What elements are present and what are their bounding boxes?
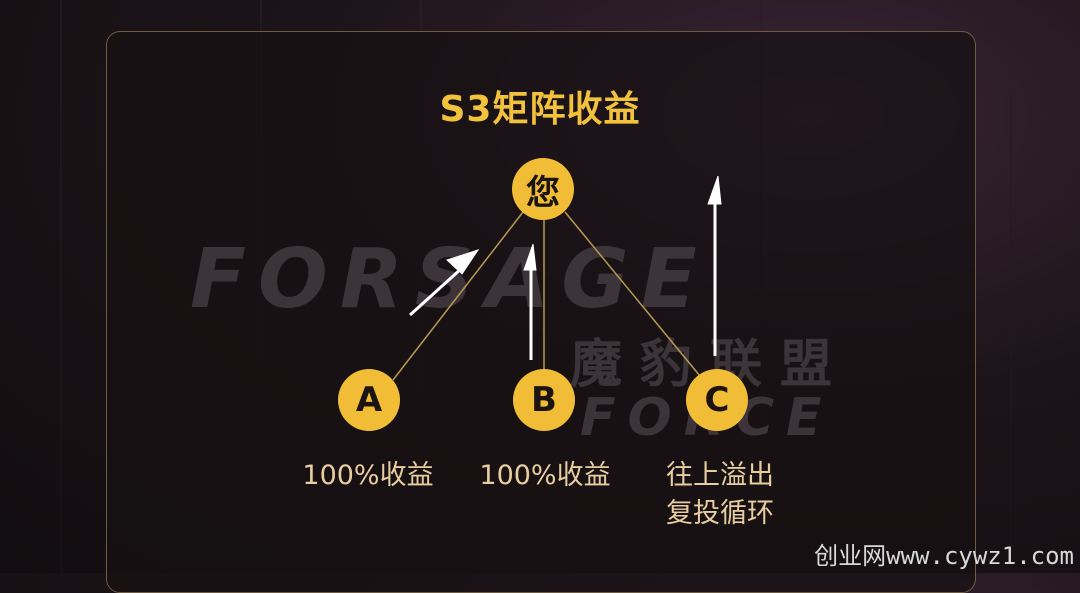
node-c: C <box>686 369 748 431</box>
node-you: 您 <box>512 158 574 220</box>
diagram-lines <box>392 175 722 381</box>
label-a: 100%收益 <box>302 460 434 491</box>
label-b: 100%收益 <box>479 460 611 491</box>
arrow-a-icon <box>408 249 480 317</box>
node-a: A <box>338 369 400 431</box>
label-c-line1: 往上溢出 <box>666 460 774 491</box>
arrow-c-icon <box>707 175 722 356</box>
connector-c <box>564 211 701 377</box>
bg-streak <box>60 0 62 573</box>
diagram-panel <box>106 31 976 593</box>
watermark-brand: FORSAGE <box>190 232 709 327</box>
connector-a <box>392 211 524 381</box>
bg-streak <box>1010 0 1012 573</box>
label-c-line2: 复投循环 <box>666 498 774 529</box>
diagram-title: S3矩阵收益 <box>439 89 641 130</box>
node-b: B <box>513 369 575 431</box>
site-watermark: 创业网www.cywz1.com <box>814 542 1074 570</box>
arrow-b-icon <box>523 243 537 360</box>
